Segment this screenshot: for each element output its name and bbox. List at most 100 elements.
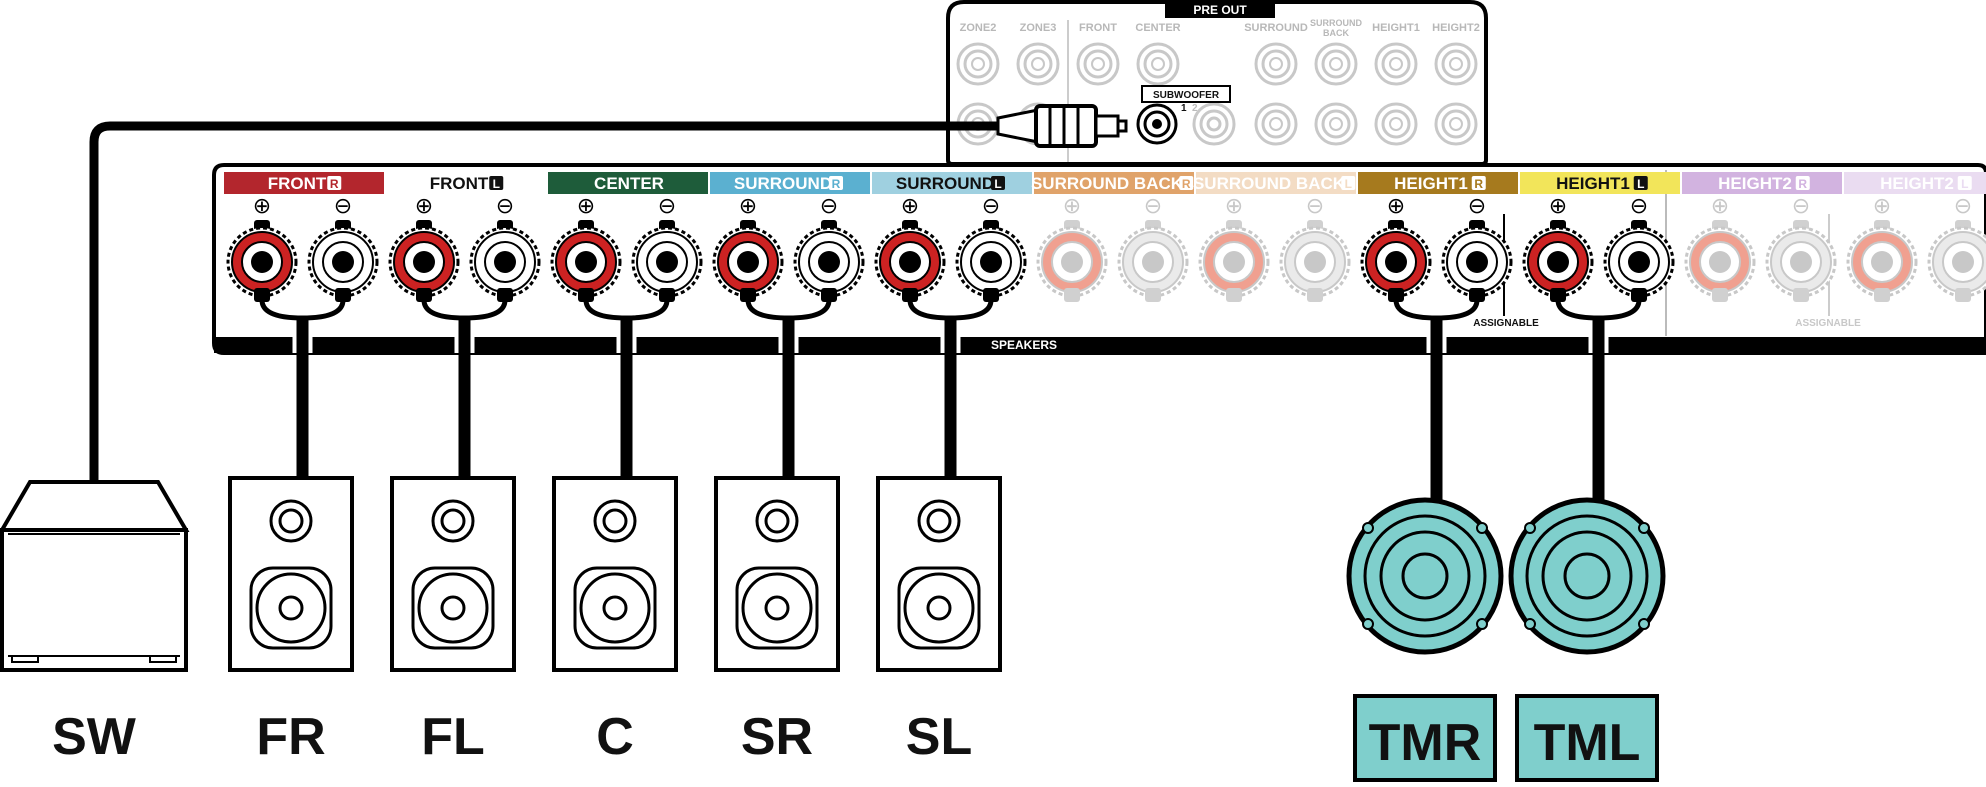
side-badge-label: R	[1182, 177, 1191, 191]
minus-symbol: ⊖	[1630, 193, 1648, 218]
channel-label: HEIGHT2	[1880, 174, 1954, 193]
plus-symbol: ⊕	[901, 193, 919, 218]
channel-label-bar	[548, 172, 708, 194]
plus-symbol: ⊕	[1225, 193, 1243, 218]
side-badge	[1633, 176, 1648, 190]
sub-port-1: 1	[1181, 103, 1187, 114]
positive-terminal[interactable]	[550, 220, 622, 302]
screw	[1362, 618, 1374, 630]
side-badge-label: L	[493, 177, 500, 191]
preout-jack-label: ZONE3	[1020, 22, 1057, 34]
channel-label-bar	[1196, 172, 1356, 194]
channel-label-bar	[1844, 172, 1986, 194]
preout-jack-height1[interactable]: HEIGHT1	[1372, 22, 1420, 146]
positive-terminal[interactable]	[712, 220, 784, 302]
positive-terminal[interactable]	[1846, 220, 1918, 302]
preout-jack-surround[interactable]: SURROUND	[1244, 22, 1308, 146]
minus-symbol: ⊖	[1144, 193, 1162, 218]
speaker-label-sr: SR	[741, 708, 813, 766]
positive-terminal[interactable]	[388, 220, 460, 302]
negative-terminal[interactable]	[1603, 220, 1675, 302]
screw	[1362, 522, 1374, 534]
preout-jack-front[interactable]: FRONT	[1076, 22, 1120, 86]
subwoofer	[0, 480, 190, 672]
preout-jack-label: SURROUND	[1244, 22, 1308, 34]
bookshelf-speaker	[714, 476, 840, 672]
speaker-cable	[259, 299, 346, 478]
channel-label: SURROUND BACK	[1193, 174, 1346, 193]
preout-title: PRE OUT	[1193, 3, 1247, 17]
plus-symbol: ⊕	[415, 193, 433, 218]
preout-jack-subwoofer-2[interactable]	[1192, 102, 1236, 146]
assignable-label-2: ASSIGNABLE	[1795, 318, 1861, 329]
minus-symbol: ⊖	[820, 193, 838, 218]
subwoofer-jack[interactable]	[1136, 103, 1178, 145]
negative-terminal[interactable]	[793, 220, 865, 302]
positive-terminal[interactable]	[1522, 220, 1594, 302]
bookshelf-speaker	[390, 476, 516, 672]
side-badge-label: L	[994, 177, 1001, 191]
positive-terminal[interactable]	[1036, 220, 1108, 302]
side-badge	[1341, 176, 1356, 190]
ceiling-speaker	[1346, 497, 1504, 655]
speaker-label-c: C	[596, 708, 634, 766]
plus-symbol: ⊕	[1063, 193, 1081, 218]
minus-symbol: ⊖	[658, 193, 676, 218]
negative-terminal[interactable]	[1279, 220, 1351, 302]
positive-terminal[interactable]	[1684, 220, 1756, 302]
bookshelf-speaker	[228, 476, 354, 672]
bookshelf-speakers	[228, 476, 1002, 672]
speaker-label-text: TML	[1534, 714, 1641, 772]
side-badge	[327, 176, 342, 190]
screw	[1476, 522, 1488, 534]
plus-symbol: ⊕	[1387, 193, 1405, 218]
preout-jack-label: BACK	[1323, 28, 1349, 38]
rca-plug[interactable]	[996, 104, 1128, 148]
positive-terminal[interactable]	[1198, 220, 1270, 302]
negative-terminal[interactable]	[631, 220, 703, 302]
channel-label: SURROUND BACK	[1031, 174, 1184, 193]
negative-terminal[interactable]	[469, 220, 541, 302]
side-badge	[1957, 176, 1972, 190]
speakers-label: SPEAKERS	[991, 338, 1057, 352]
negative-terminal[interactable]	[307, 220, 379, 302]
speaker-label-sl: SL	[906, 708, 972, 766]
channel-center: CENTER⊕⊖	[548, 172, 708, 302]
channel-label-bar	[1034, 172, 1194, 194]
side-badge	[1471, 176, 1486, 190]
negative-terminal[interactable]	[1117, 220, 1189, 302]
ceiling-speaker	[1508, 497, 1666, 655]
positive-terminal[interactable]	[226, 220, 298, 302]
speaker-cable	[1555, 299, 1642, 500]
subwoofer-cable	[89, 104, 1128, 486]
plus-symbol: ⊕	[253, 193, 271, 218]
preout-jack-height2[interactable]: HEIGHT2	[1432, 22, 1480, 146]
side-badge	[489, 176, 504, 190]
bookshelf-speaker	[552, 476, 678, 672]
negative-terminal[interactable]	[1441, 220, 1513, 302]
negative-terminal[interactable]	[1765, 220, 1837, 302]
speaker-label-sw: SW	[52, 708, 137, 766]
speaker-label-fr: FR	[256, 708, 325, 766]
preout-jack-center[interactable]: CENTER	[1135, 22, 1181, 86]
channel-label: SURROUND	[896, 174, 994, 193]
plus-symbol: ⊕	[1711, 193, 1729, 218]
minus-symbol: ⊖	[1954, 193, 1972, 218]
negative-terminal[interactable]	[955, 220, 1027, 302]
positive-terminal[interactable]	[1360, 220, 1432, 302]
negative-terminal[interactable]	[1927, 220, 1986, 302]
minus-symbol: ⊖	[334, 193, 352, 218]
screw	[1524, 618, 1536, 630]
positive-terminal[interactable]	[874, 220, 946, 302]
screw	[1638, 618, 1650, 630]
